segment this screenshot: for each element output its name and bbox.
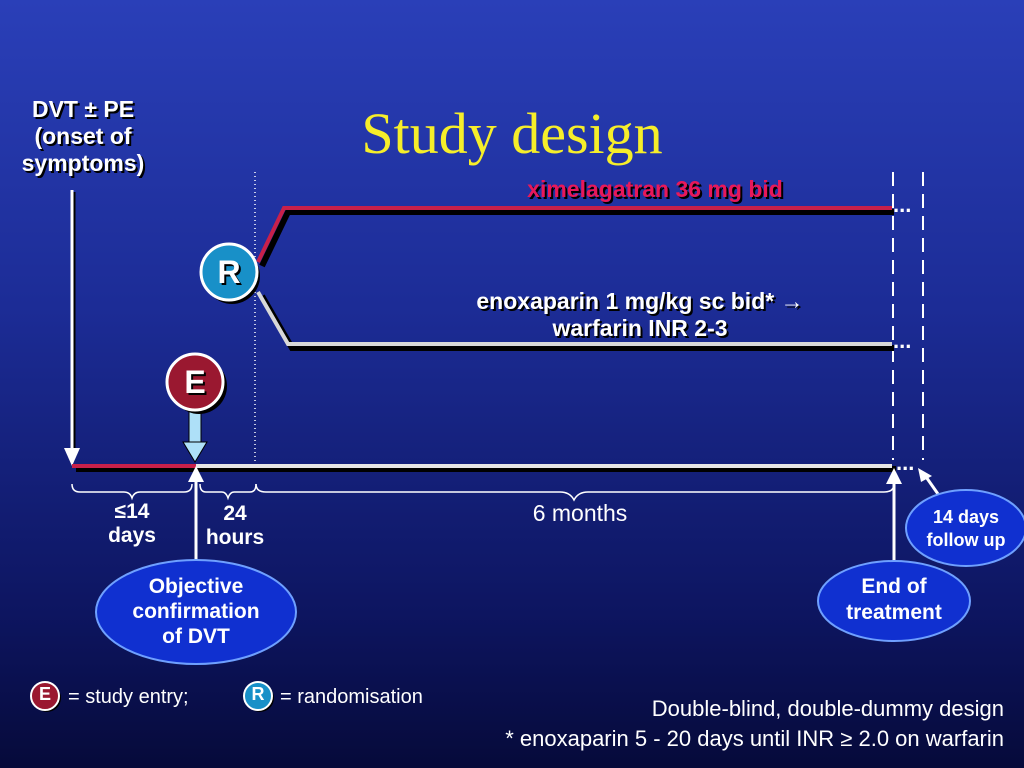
end-treatment-bubble-text: End of treatment (822, 574, 966, 626)
design-footnote: Double-blind, double-dummy design (651, 696, 1004, 721)
treatment-interval: 6 months (532, 500, 628, 526)
legend-rand-circle (243, 681, 273, 711)
randomisation-marker (199, 242, 259, 302)
onset-line-3: symptoms) (21, 150, 145, 176)
ximelagatran-continuation-dots: ... (893, 192, 911, 217)
follow-up-bubble (905, 489, 1024, 567)
legend-entry-symbol: E (38, 684, 51, 704)
end-line-1: End of (861, 575, 927, 598)
legend-rand-symbol: R (251, 684, 265, 704)
legend-entry-text: = study entry; (68, 686, 189, 708)
randomisation-interval-unit: hours (205, 526, 265, 549)
randomisation-letter: R (217, 254, 241, 290)
entry-letter: E (184, 364, 206, 400)
ximelagatran-label: ximelagatran 36 mg bid (527, 176, 783, 202)
entry-marker (165, 352, 225, 412)
follow-up-bubble-text: 14 days follow up (906, 506, 1024, 552)
enoxaparin-arm (256, 291, 892, 346)
timeline-continuation-dots: ... (896, 450, 914, 475)
objective-bubble (95, 559, 297, 665)
enoxaparin-continuation-dots: ... (893, 328, 911, 353)
pre-entry-interval: ≤14 days (92, 500, 172, 548)
enoxaparin-line-1: enoxaparin 1 mg/kg sc bid* → (476, 288, 804, 314)
page-title: Study design (361, 101, 663, 166)
pre-entry-value: ≤14 (114, 500, 150, 523)
enoxaparin-line-2: warfarin INR 2-3 (552, 315, 728, 341)
objective-line-3: of DVT (162, 625, 230, 648)
objective-line-2: confirmation (132, 600, 260, 623)
ximelagatran-arm (256, 206, 892, 263)
brace-24-hours (199, 483, 257, 501)
enoxaparin-footnote: * enoxaparin 5 - 20 days until INR ≥ 2.0… (505, 726, 1004, 751)
randomisation-interval-value: 24 (223, 502, 247, 525)
follow-up-line-1: 14 days (932, 507, 1000, 527)
end-line-2: treatment (846, 601, 942, 624)
follow-up-line-2: follow up (926, 530, 1006, 550)
end-treatment-bubble (817, 560, 971, 642)
brace-6-months (255, 483, 895, 502)
legend-entry-circle (30, 681, 60, 711)
entry-arrowhead (182, 441, 208, 463)
onset-line-2: (onset of (34, 123, 132, 149)
legend-rand-text: = randomisation (280, 686, 423, 708)
objective-line-1: Objective (148, 575, 244, 598)
randomisation-interval: 24 hours (195, 502, 275, 550)
brace-pre-entry (71, 483, 193, 501)
objective-bubble-text: Objective confirmation of DVT (100, 574, 292, 649)
enoxaparin-label: enoxaparin 1 mg/kg sc bid* → warfarin IN… (400, 288, 880, 342)
ximelagatran-arm-shadow (259, 209, 894, 268)
onset-arrowhead (64, 448, 80, 466)
pre-entry-unit: days (108, 524, 156, 547)
onset-line-1: DVT ± PE (31, 96, 135, 122)
onset-label: DVT ± PE (onset of symptoms) (0, 96, 166, 177)
